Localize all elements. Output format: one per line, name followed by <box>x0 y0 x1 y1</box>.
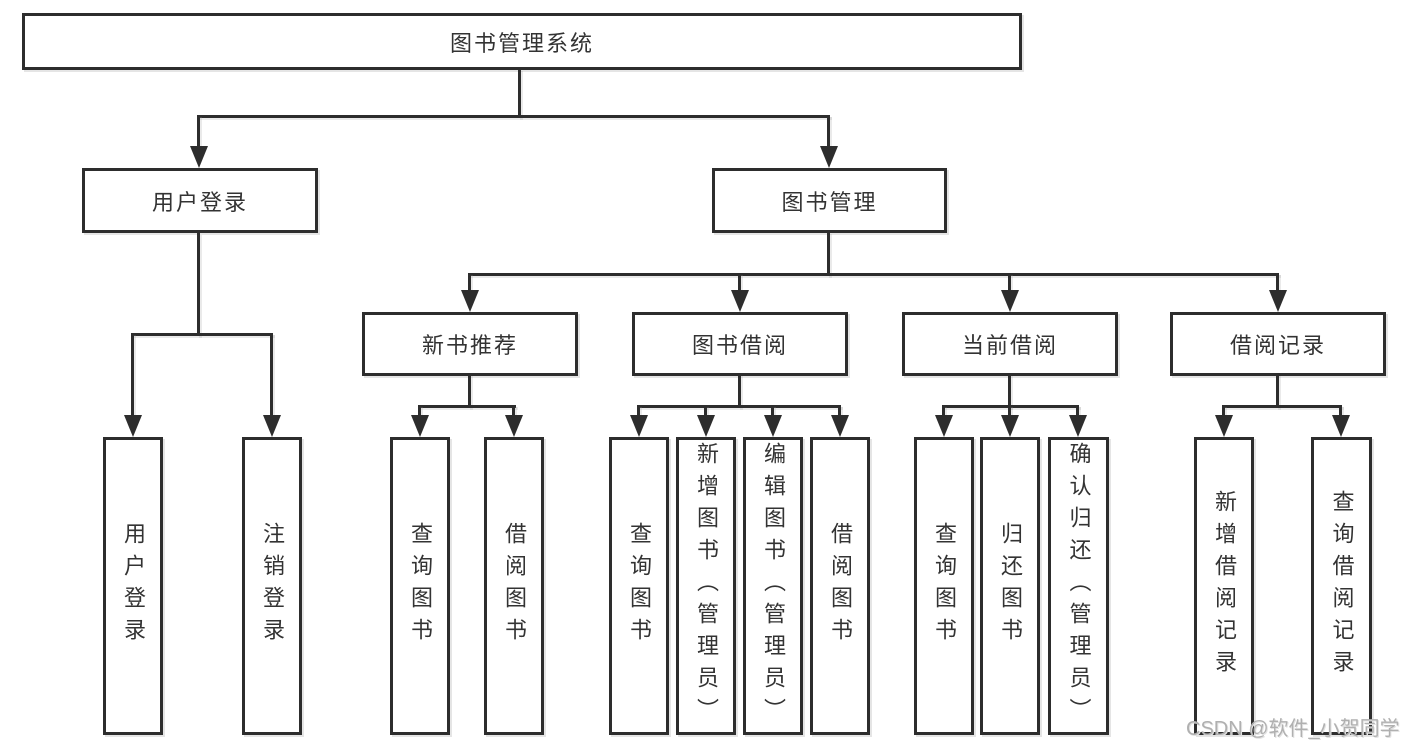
leaf-confirm-return-admin: 确认归还（管理员） <box>1048 437 1109 735</box>
arrow-down-icon <box>764 415 782 437</box>
connector-vline <box>1076 405 1079 418</box>
leaf-search-books-current: 查询图书 <box>914 437 974 735</box>
leaf-borrow-books-label: 借阅图书 <box>828 522 853 650</box>
connector-vline <box>270 333 273 418</box>
connector-vline <box>1276 273 1279 293</box>
connector-vline <box>704 405 707 418</box>
arrow-down-icon <box>831 415 849 437</box>
arrow-down-icon <box>505 415 523 437</box>
leaf-user-login-label: 用户登录 <box>121 522 146 650</box>
arrow-down-icon <box>820 146 838 168</box>
arrow-down-icon <box>630 415 648 437</box>
arrow-down-icon <box>1001 415 1019 437</box>
leaf-logout-label: 注销登录 <box>260 522 285 650</box>
connector-vline <box>771 405 774 418</box>
leaf-borrow-books: 借阅图书 <box>810 437 870 735</box>
leaf-return-books: 归还图书 <box>980 437 1040 735</box>
connector-vline <box>468 273 471 293</box>
leaf-edit-books-admin-label: 编辑图书（管理员） <box>761 442 786 730</box>
connector-vline <box>827 115 830 150</box>
node-library-system: 图书管理系统 <box>22 13 1022 70</box>
leaf-add-books-admin: 新增图书（管理员） <box>676 437 736 735</box>
arrow-down-icon <box>935 415 953 437</box>
leaf-edit-books-admin: 编辑图书（管理员） <box>743 437 803 735</box>
node-book-management: 图书管理 <box>712 168 947 233</box>
arrow-down-icon <box>1269 290 1287 312</box>
connector-hline <box>131 333 273 336</box>
connector-vline <box>131 333 134 418</box>
connector-vline <box>1276 374 1279 408</box>
connector-vline <box>738 273 741 293</box>
leaf-add-borrow-record: 新增借阅记录 <box>1194 437 1254 735</box>
leaf-logout: 注销登录 <box>242 437 302 735</box>
connector-hline <box>468 273 1279 276</box>
connector-vline <box>1222 405 1225 418</box>
arrow-down-icon <box>697 415 715 437</box>
leaf-add-borrow-record-label: 新增借阅记录 <box>1212 490 1237 682</box>
leaf-add-books-admin-label: 新增图书（管理员） <box>694 442 719 730</box>
node-new-book-recommend-label: 新书推荐 <box>421 333 518 358</box>
node-book-borrowing: 图书借阅 <box>632 312 848 376</box>
arrow-down-icon <box>190 146 208 168</box>
node-borrowing-records: 借阅记录 <box>1170 312 1386 376</box>
node-borrowing-records-label: 借阅记录 <box>1229 333 1326 358</box>
connector-vline <box>1008 405 1011 418</box>
connector-vline <box>738 374 741 408</box>
connector-hline <box>637 405 841 408</box>
connector-vline <box>197 233 200 336</box>
arrow-down-icon <box>1001 290 1019 312</box>
connector-vline <box>1008 273 1011 293</box>
connector-hline <box>418 405 516 408</box>
leaf-search-books-borrowing-label: 查询图书 <box>627 522 652 650</box>
leaf-search-books-current-label: 查询图书 <box>932 522 957 650</box>
node-new-book-recommend: 新书推荐 <box>362 312 578 376</box>
node-current-borrowing-label: 当前借阅 <box>961 333 1058 358</box>
arrow-down-icon <box>731 290 749 312</box>
connector-vline <box>838 405 841 418</box>
connector-vline <box>1339 405 1342 418</box>
leaf-confirm-return-admin-label: 确认归还（管理员） <box>1066 442 1092 730</box>
arrow-down-icon <box>1215 415 1233 437</box>
node-current-borrowing: 当前借阅 <box>902 312 1118 376</box>
arrow-down-icon <box>1069 415 1087 437</box>
connector-vline <box>518 69 521 118</box>
connector-vline <box>512 405 515 418</box>
node-user-login-label: 用户登录 <box>151 189 248 215</box>
leaf-return-books-label: 归还图书 <box>998 522 1023 650</box>
leaf-search-borrow-record: 查询借阅记录 <box>1311 437 1372 735</box>
node-library-system-label: 图书管理系统 <box>449 30 594 56</box>
connector-hline <box>197 115 830 118</box>
arrow-down-icon <box>124 415 142 437</box>
leaf-search-borrow-record-label: 查询借阅记录 <box>1329 490 1355 682</box>
arrow-down-icon <box>411 415 429 437</box>
connector-vline <box>197 115 200 150</box>
leaf-search-books-recommend: 查询图书 <box>390 437 450 735</box>
connector-vline <box>1008 374 1011 408</box>
arrow-down-icon <box>1332 415 1350 437</box>
connector-vline <box>942 405 945 418</box>
connector-vline <box>637 405 640 418</box>
node-user-login: 用户登录 <box>82 168 318 233</box>
leaf-borrow-books-recommend: 借阅图书 <box>484 437 544 735</box>
leaf-search-books-recommend-label: 查询图书 <box>408 522 433 650</box>
node-book-borrowing-label: 图书借阅 <box>691 333 788 358</box>
connector-vline <box>827 232 830 276</box>
leaf-user-login: 用户登录 <box>103 437 163 735</box>
arrow-down-icon <box>461 290 479 312</box>
leaf-borrow-books-recommend-label: 借阅图书 <box>502 522 527 650</box>
connector-vline <box>468 374 471 408</box>
arrow-down-icon <box>263 415 281 437</box>
node-book-management-label: 图书管理 <box>781 189 878 215</box>
leaf-search-books-borrowing: 查询图书 <box>609 437 669 735</box>
csdn-watermark: CSDN @软件_小贺同学 <box>1186 718 1400 740</box>
connector-hline <box>1222 405 1342 408</box>
connector-vline <box>418 405 421 418</box>
